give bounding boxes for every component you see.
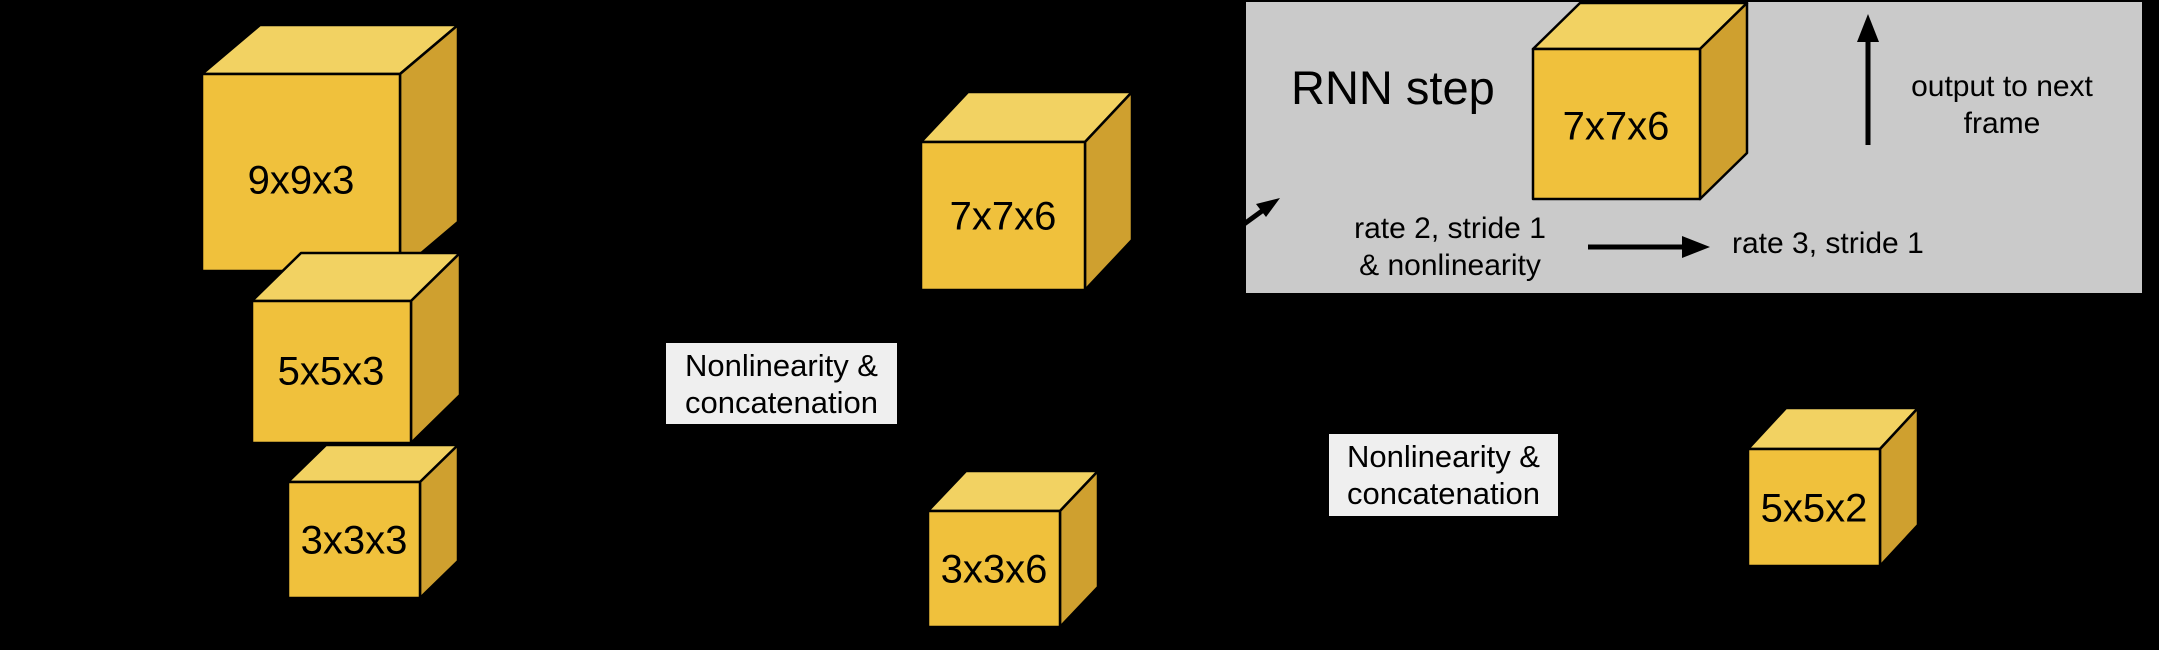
- box-label-mid-7x7x6: 7x7x6: [949, 194, 1057, 239]
- nonlinearity-label-2-line2: concatenation: [1346, 476, 1541, 511]
- box-input-9x9x3: [200, 23, 460, 273]
- box-label-3x3x3: 3x3x3: [300, 518, 408, 563]
- rate2-label: rate 2, stride 1 & nonlinearity: [1330, 210, 1570, 284]
- rnn-panel-title: RNN step: [1291, 61, 1495, 114]
- box-output-5x5x2-front-face: [1746, 447, 1882, 568]
- rate-arrow-head-icon: [1682, 236, 1710, 258]
- output-label-line1: output to next: [1911, 70, 2093, 103]
- box-input-3x3x3-front-face: [286, 480, 422, 600]
- output-arrow-head-icon: [1857, 14, 1879, 42]
- box-label-rnn-7x7x6: 7x7x6: [1562, 104, 1670, 149]
- nonlinearity-label-2-bg: [1329, 434, 1558, 516]
- rate2-label-line1: rate 2, stride 1: [1354, 212, 1546, 245]
- rate3-label: rate 3, stride 1: [1732, 227, 1924, 260]
- box-mid-7x7x6: [919, 90, 1134, 292]
- nonlinearity-label-1-line1: Nonlinearity &: [685, 347, 878, 383]
- box-mid-3x3x6-front-face: [926, 509, 1062, 629]
- nonlinearity-label-1-bg: [666, 343, 897, 424]
- box-label-3x3x6: 3x3x6: [940, 547, 1048, 592]
- box-input-3x3x3: [286, 443, 460, 600]
- input-arrow-line: [1227, 208, 1264, 238]
- box-mid-3x3x6: [926, 469, 1100, 629]
- box-rnn-7x7x6-front-face: [1531, 47, 1702, 201]
- nonlinearity-label-1-line2: concatenation: [684, 384, 879, 420]
- rate2-label-line2: & nonlinearity: [1359, 249, 1541, 282]
- box-input-5x5x3: [250, 251, 462, 445]
- output-arrow: [1857, 14, 1879, 145]
- box-label-5x5x2: 5x5x2: [1760, 486, 1868, 531]
- box-label-5x5x3: 5x5x3: [277, 349, 385, 394]
- box-rnn-7x7x6: [1531, 1, 1749, 201]
- box-mid-7x7x6-front-face: [919, 140, 1087, 292]
- output-label: output to next frame: [1890, 68, 2114, 142]
- box-label-9x9x3: 9x9x3: [247, 158, 355, 203]
- rate-arrow: [1588, 236, 1710, 258]
- nonlinearity-label-1: Nonlinearity & concatenation: [666, 343, 897, 424]
- box-input-5x5x3-front-face: [250, 299, 413, 445]
- box-output-5x5x2: [1746, 406, 1920, 568]
- input-arrow: [1227, 198, 1280, 238]
- nonlinearity-label-2: Nonlinearity & concatenation: [1329, 434, 1558, 516]
- output-label-line2: frame: [1963, 107, 2041, 140]
- input-arrow-head-icon: [1256, 198, 1280, 217]
- nonlinearity-label-2-line1: Nonlinearity &: [1347, 439, 1540, 474]
